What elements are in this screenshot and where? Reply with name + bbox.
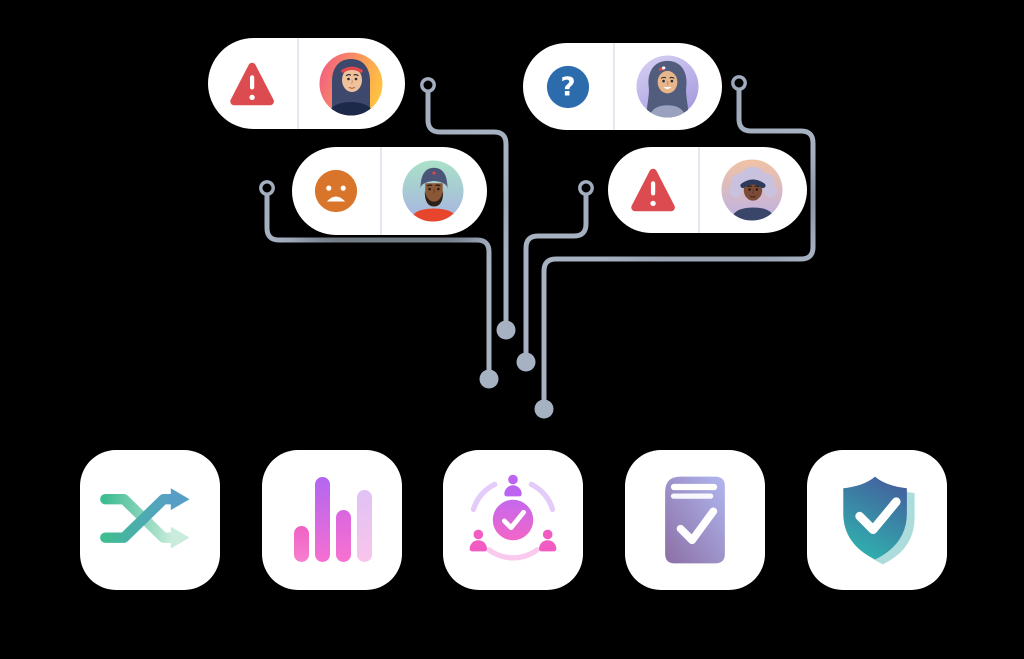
sad-face-icon: [314, 169, 357, 213]
connector-path-4: [541, 88, 816, 404]
avatar-cell: [297, 38, 405, 129]
pill-divider: [296, 38, 299, 129]
bar-4: [357, 490, 372, 562]
pill-divider: [612, 43, 615, 130]
status-cell: [208, 38, 297, 129]
pill-divider: [379, 147, 382, 235]
bar-chart-icon: [294, 477, 372, 562]
avatar-woman-hijab: [319, 52, 383, 115]
card-bar-chart: [262, 450, 402, 590]
connector-dot-4: [534, 399, 554, 419]
check-mark: [855, 497, 901, 534]
avatar-cell: [698, 147, 807, 233]
team-check-icon: [469, 474, 557, 561]
connector-dot-1: [496, 320, 516, 340]
question-mark-icon: ?: [546, 65, 589, 108]
avatar-woman-wavy-hair: [636, 55, 699, 118]
shuffle-arrows-icon: [100, 488, 190, 549]
question-glyph: ?: [560, 72, 575, 102]
check-mark: [676, 507, 718, 545]
card-team-check: [443, 450, 583, 590]
warning-triangle-icon: [230, 62, 275, 105]
check-mark: [501, 509, 527, 531]
avatar-person-curly-hair: [721, 159, 783, 221]
connector-path-3: [523, 193, 589, 357]
avatar-cell: [613, 43, 722, 130]
feedback-pill-2: [292, 147, 487, 235]
pill-divider: [697, 147, 700, 233]
shield-check-icon: [843, 476, 915, 565]
status-cell: [292, 147, 380, 235]
book-check-icon: [665, 476, 725, 564]
connector-ring-3: [578, 180, 594, 196]
connector-dot-3: [516, 352, 536, 372]
bar-3: [336, 510, 351, 562]
card-shuffle: [80, 450, 220, 590]
connector-ring-4: [731, 75, 747, 91]
feedback-pill-1: [208, 38, 405, 129]
bar-2: [315, 477, 330, 562]
bar-1: [294, 526, 309, 562]
connector-dot-2: [479, 369, 499, 389]
connector-ring-1: [420, 77, 436, 93]
avatar-man-turban: [402, 160, 464, 222]
feedback-pill-3: ?: [523, 43, 722, 130]
status-cell: ?: [523, 43, 613, 130]
avatar-cell: [380, 147, 487, 235]
warning-triangle-icon: [631, 168, 675, 212]
card-book-check: [625, 450, 765, 590]
status-cell: [608, 147, 698, 233]
feedback-pill-4: [608, 147, 807, 233]
connector-ring-2: [259, 180, 275, 196]
card-shield-check: [807, 450, 947, 590]
